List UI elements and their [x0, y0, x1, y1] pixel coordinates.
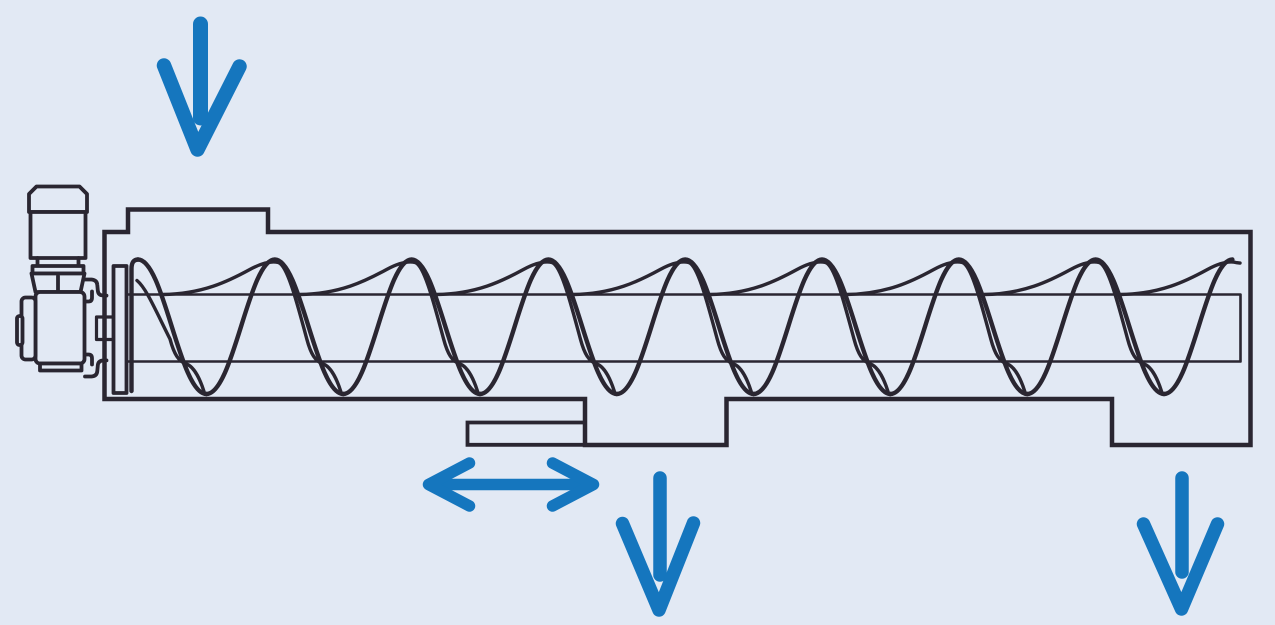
linework — [15, 184, 1253, 448]
gearbox-base — [38, 361, 84, 373]
mount-lug-bottom — [83, 358, 109, 379]
motor-body — [28, 210, 88, 260]
inlet-flow-arrow — [156, 16, 247, 157]
flow-arrows — [156, 16, 1225, 617]
mount-lug-bottom-inner — [83, 352, 94, 367]
auger-screw-front-edges — [129, 257, 1235, 397]
intermediate-outlet-flow-arrow — [615, 471, 701, 617]
mount-lug-top-inner — [83, 289, 94, 304]
gearbox-body — [33, 290, 87, 366]
mount-lug-top — [83, 277, 109, 298]
trough-housing — [102, 207, 1253, 448]
gate-slide-arrow — [422, 457, 600, 512]
gear-motor-icon — [15, 184, 115, 379]
motor-cap — [27, 184, 89, 214]
terminal-box-rib — [15, 314, 25, 347]
end-outlet-flow-arrow — [1136, 471, 1225, 616]
slide-gate — [465, 420, 587, 447]
end-bearing-plate — [111, 264, 129, 395]
